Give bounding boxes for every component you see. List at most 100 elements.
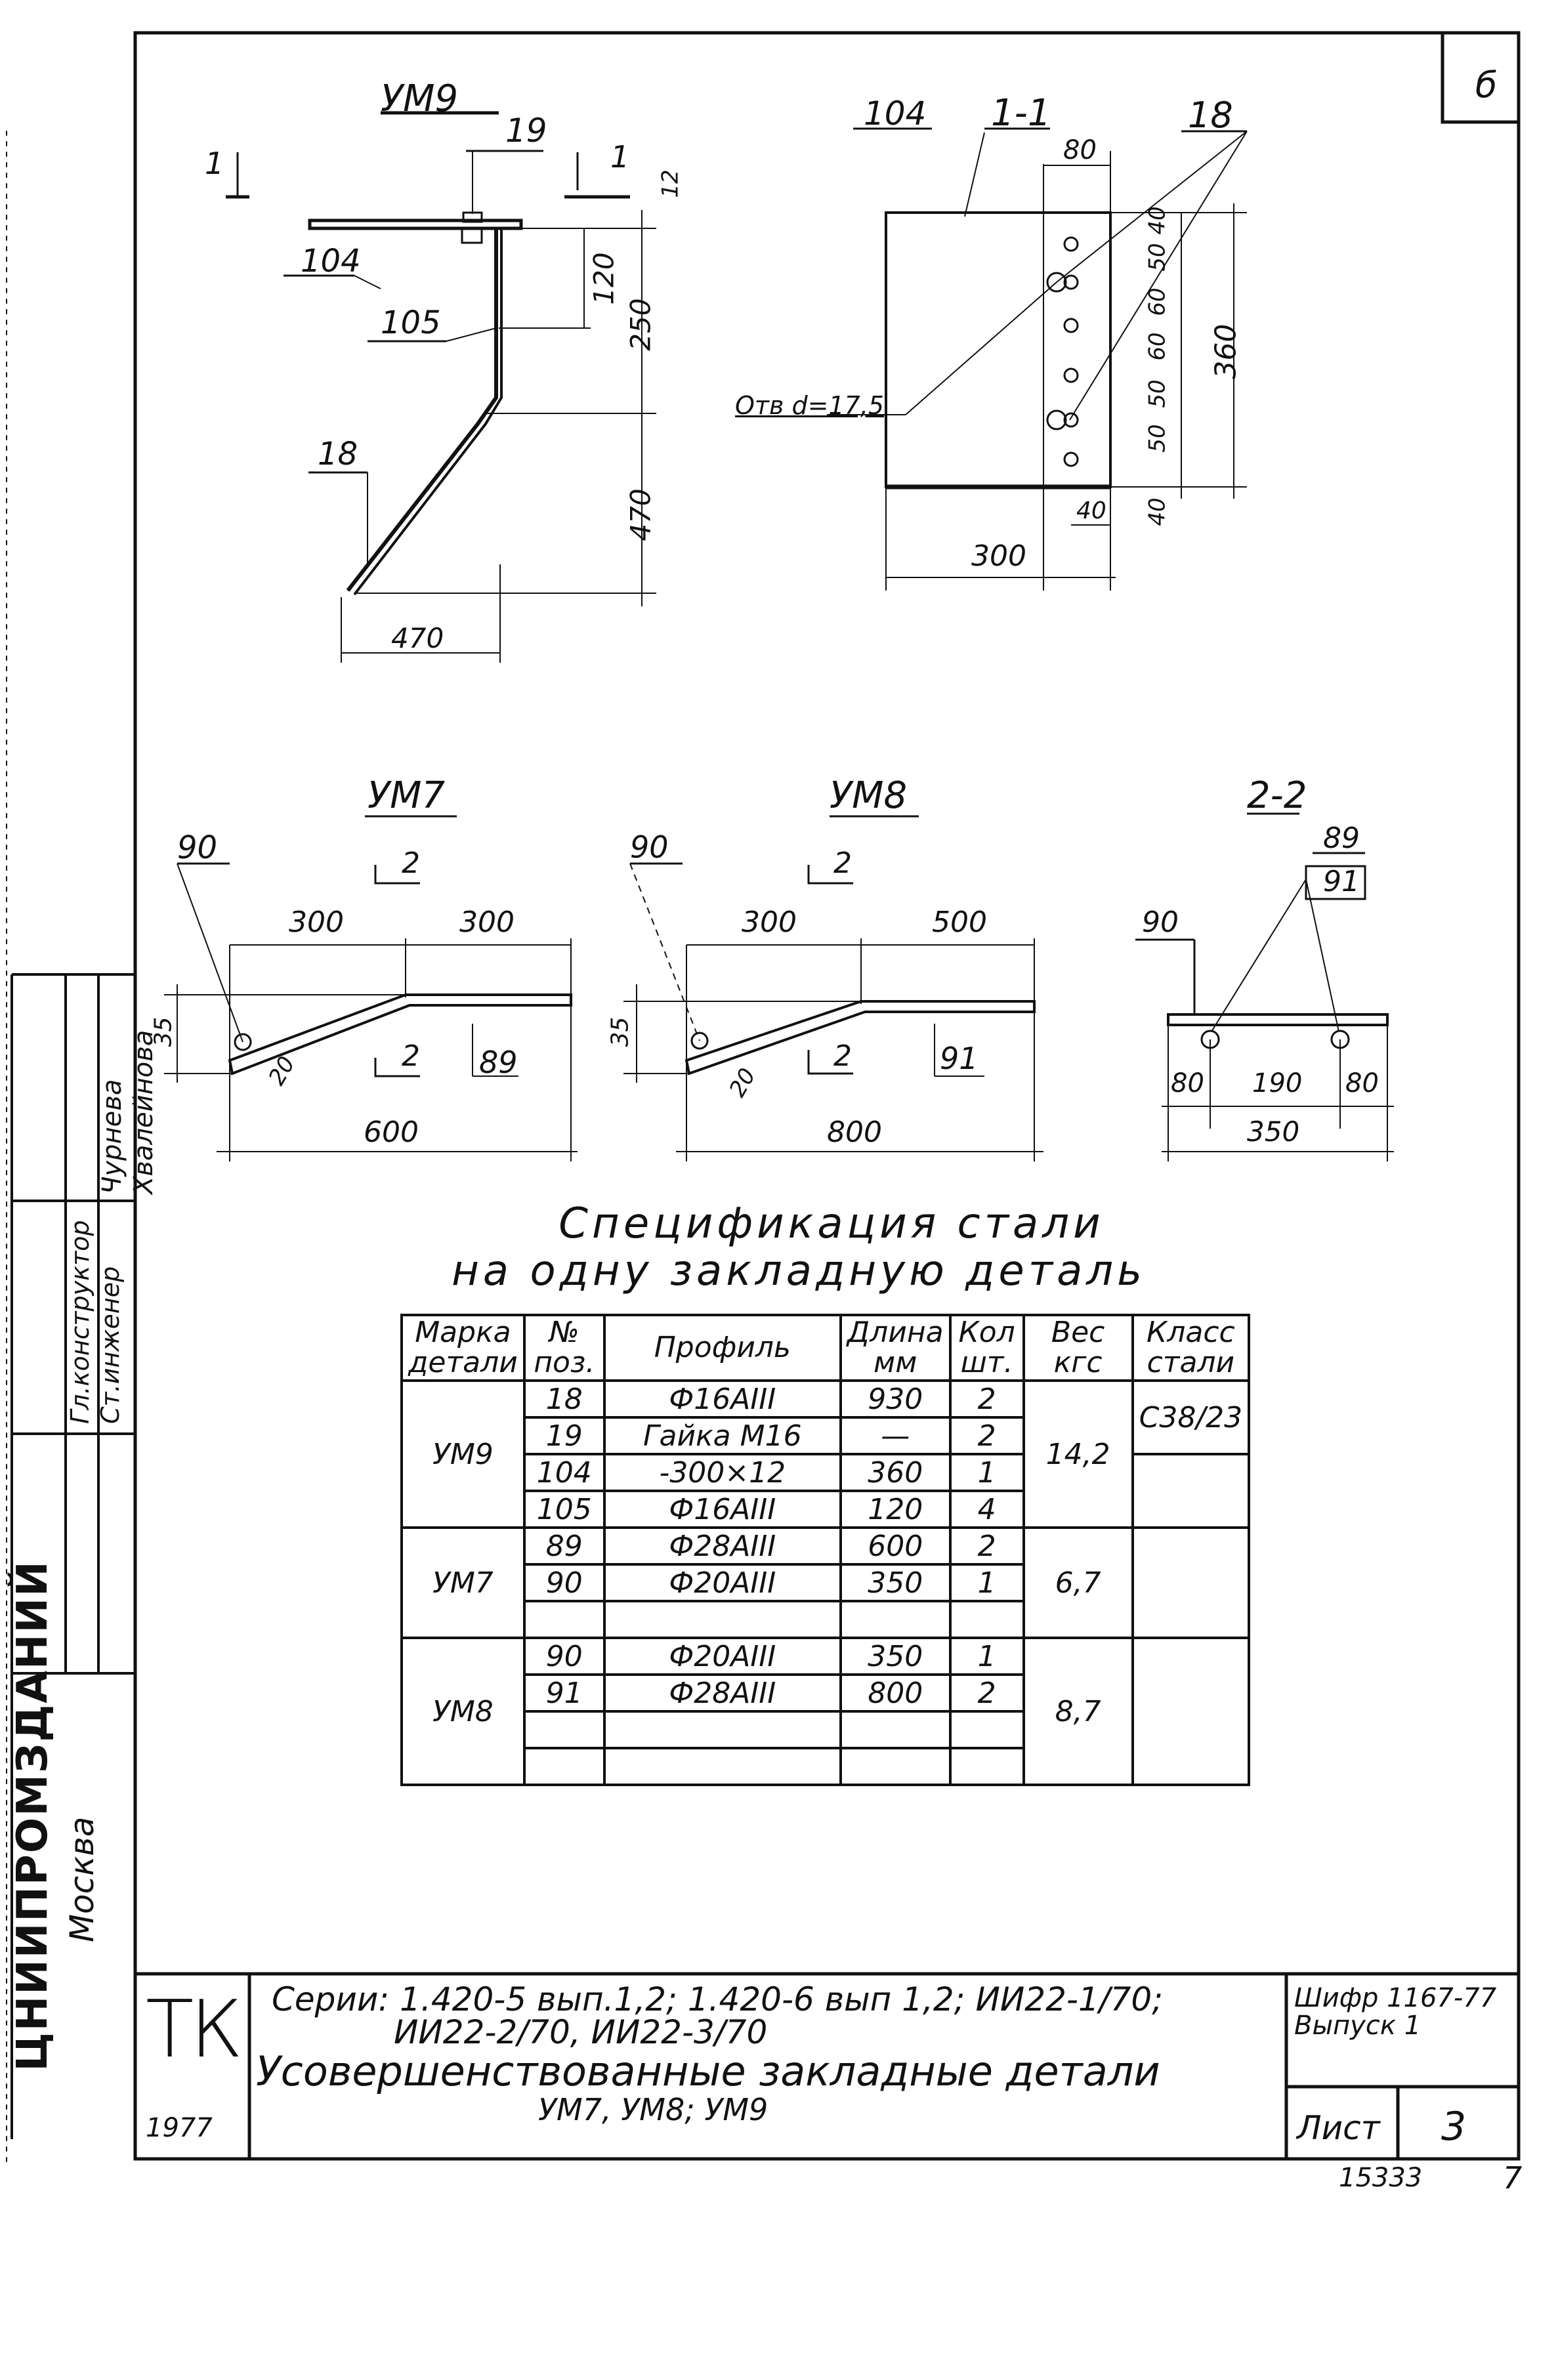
sec11-dim-top: 80 xyxy=(1063,135,1097,165)
table-row: 104 -300×12 360 1 xyxy=(402,1453,1251,1529)
spec-length xyxy=(839,1747,952,1786)
table-row xyxy=(402,1747,1249,1786)
sec11-dim-60a: 60 xyxy=(1144,287,1171,316)
table-row: 91 Ф28АIII 800 2 xyxy=(402,1673,1249,1713)
um9-dim-470-vertical: 470 xyxy=(624,488,657,541)
um8-dim-500: 500 xyxy=(932,906,987,939)
spec-profile xyxy=(602,1600,842,1639)
spec-length xyxy=(839,1710,952,1749)
table-row xyxy=(402,1710,1249,1749)
sec22-dim-350: 350 xyxy=(1247,1116,1300,1148)
title-block-name-2: УМ7, УМ8; УМ9 xyxy=(538,2092,768,2127)
spec-profile: Ф16АIII xyxy=(602,1379,842,1419)
um8-section-bottom: 2 xyxy=(833,1039,852,1073)
um8-section-top: 2 xyxy=(833,846,852,880)
spec-qty: 2 xyxy=(948,1673,1025,1713)
um9-dim-120: 120 xyxy=(587,252,620,305)
um7-title: УМ7 xyxy=(368,774,446,817)
sidebar-name-2: Хвалейнова xyxy=(129,1030,159,1194)
um9-view xyxy=(226,111,656,663)
um8-dim-35: 35 xyxy=(606,1016,634,1047)
spec-header-row: Марка детали № поз. Профиль Длина мм Кол… xyxy=(400,1314,1251,1382)
spec-qty: 1 xyxy=(948,1637,1025,1676)
um9-dim-470-horizontal: 470 xyxy=(391,622,444,654)
um7-dim-300-left: 300 xyxy=(289,906,344,939)
spec-length: 360 xyxy=(839,1453,952,1492)
um9-callout-18: 18 xyxy=(318,436,358,472)
um7-view xyxy=(164,815,578,1161)
sec11-dim-50b: 50 xyxy=(1144,379,1171,408)
sec11-dim-40-bottom: 40 xyxy=(1076,497,1106,524)
spec-qty: 1 xyxy=(948,1453,1025,1492)
section-2-2-view xyxy=(1135,812,1394,1161)
spec-title-line1: Спецификация стали xyxy=(558,1200,1105,1248)
spec-header: Класс стали xyxy=(1131,1314,1251,1382)
um9-title: УМ9 xyxy=(381,77,459,120)
um9-dim-12: 12 xyxy=(657,169,684,198)
spec-length: 800 xyxy=(839,1673,952,1713)
sec22-callout-89: 89 xyxy=(1323,822,1360,855)
title-block-logo: ТК xyxy=(146,1984,243,2076)
sec22-callout-90: 90 xyxy=(1142,906,1179,939)
drawing-sheet xyxy=(6,31,1521,2166)
spec-pos: 18 xyxy=(522,1379,606,1419)
footer-archive-number: 15333 xyxy=(1339,2163,1423,2193)
spec-weight: 14,2 xyxy=(1022,1379,1134,1529)
spec-qty xyxy=(948,1600,1025,1639)
um9-callout-104: 104 xyxy=(301,243,361,280)
um9-callout-19: 19 xyxy=(505,112,547,150)
sidebar-role-2: Ст.инженер xyxy=(96,1266,125,1424)
spec-length: 350 xyxy=(839,1563,952,1602)
spec-header: № поз. xyxy=(522,1314,606,1382)
sec11-dim-50c: 50 xyxy=(1144,424,1171,453)
spec-header: Вес кгс xyxy=(1022,1314,1134,1382)
spec-qty: 2 xyxy=(948,1379,1025,1419)
um7-callout-90: 90 xyxy=(177,829,218,866)
spec-pos: 19 xyxy=(522,1416,606,1455)
sec11-dim-300: 300 xyxy=(971,539,1026,573)
sec22-title: 2-2 xyxy=(1247,774,1307,817)
um9-dim-250: 250 xyxy=(624,298,657,351)
spec-length: 350 xyxy=(839,1637,952,1676)
spec-class xyxy=(1131,1637,1251,1786)
spec-profile: Ф28АIII xyxy=(602,1526,842,1566)
sec11-dim-360: 360 xyxy=(1209,324,1243,379)
spec-weight: 6,7 xyxy=(1022,1526,1134,1639)
um8-dim-300: 300 xyxy=(742,906,797,939)
spec-length: 600 xyxy=(839,1526,952,1566)
table-row xyxy=(402,1600,1249,1639)
table-row: 19 Гайка М16 — 2 xyxy=(402,1416,1249,1455)
title-block-sheet-number: 3 xyxy=(1441,2104,1467,2150)
title-block-series-1: Серии: 1.420-5 вып.1,2; 1.420-6 вып 1,2;… xyxy=(272,1980,1164,2018)
table-row: 105 Ф16АIII 120 4 xyxy=(402,1490,1249,1529)
spec-qty: 2 xyxy=(948,1526,1025,1566)
spec-profile: Ф28АIII xyxy=(602,1673,842,1713)
spec-pos xyxy=(522,1747,606,1786)
sec11-dim-50a: 50 xyxy=(1144,243,1171,272)
spec-title-line2: на одну закладную деталь xyxy=(452,1247,1146,1295)
spec-header: Длина мм xyxy=(839,1314,952,1382)
um7-dim-600: 600 xyxy=(364,1116,419,1149)
title-block-code-1: Шифр 1167-77 xyxy=(1294,1983,1497,2013)
sidebar-city: Москва xyxy=(63,1816,101,1942)
sec22-dim-80-right: 80 xyxy=(1345,1068,1379,1098)
spec-mark: УМ8 xyxy=(400,1637,526,1786)
sec11-hole-note: Отв d=17,5 xyxy=(735,391,885,420)
spec-qty: 4 xyxy=(948,1490,1025,1529)
um8-view xyxy=(623,815,1043,1161)
um8-callout-91: 91 xyxy=(940,1041,979,1076)
table-row: УМ9 18 Ф16АIII 930 2 14,2 С38/23 xyxy=(400,1379,1251,1529)
um7-section-bottom: 2 xyxy=(402,1039,420,1073)
sidebar-frame xyxy=(11,973,135,2139)
spec-qty: 2 xyxy=(948,1416,1025,1455)
sec22-callout-91: 91 xyxy=(1323,865,1360,898)
title-block-year: 1977 xyxy=(146,2113,213,2143)
sidebar-org-name: ЦНИИПРОМЗДАНИЙ xyxy=(9,1560,57,2072)
spec-header: Профиль xyxy=(602,1314,842,1382)
sec11-callout-18: 18 xyxy=(1188,94,1233,136)
spec-length: 930 xyxy=(839,1379,952,1419)
sheet-letter: б xyxy=(1475,64,1498,106)
spec-profile xyxy=(602,1710,842,1749)
spec-qty xyxy=(948,1747,1025,1786)
spec-pos: 90 xyxy=(522,1563,606,1602)
